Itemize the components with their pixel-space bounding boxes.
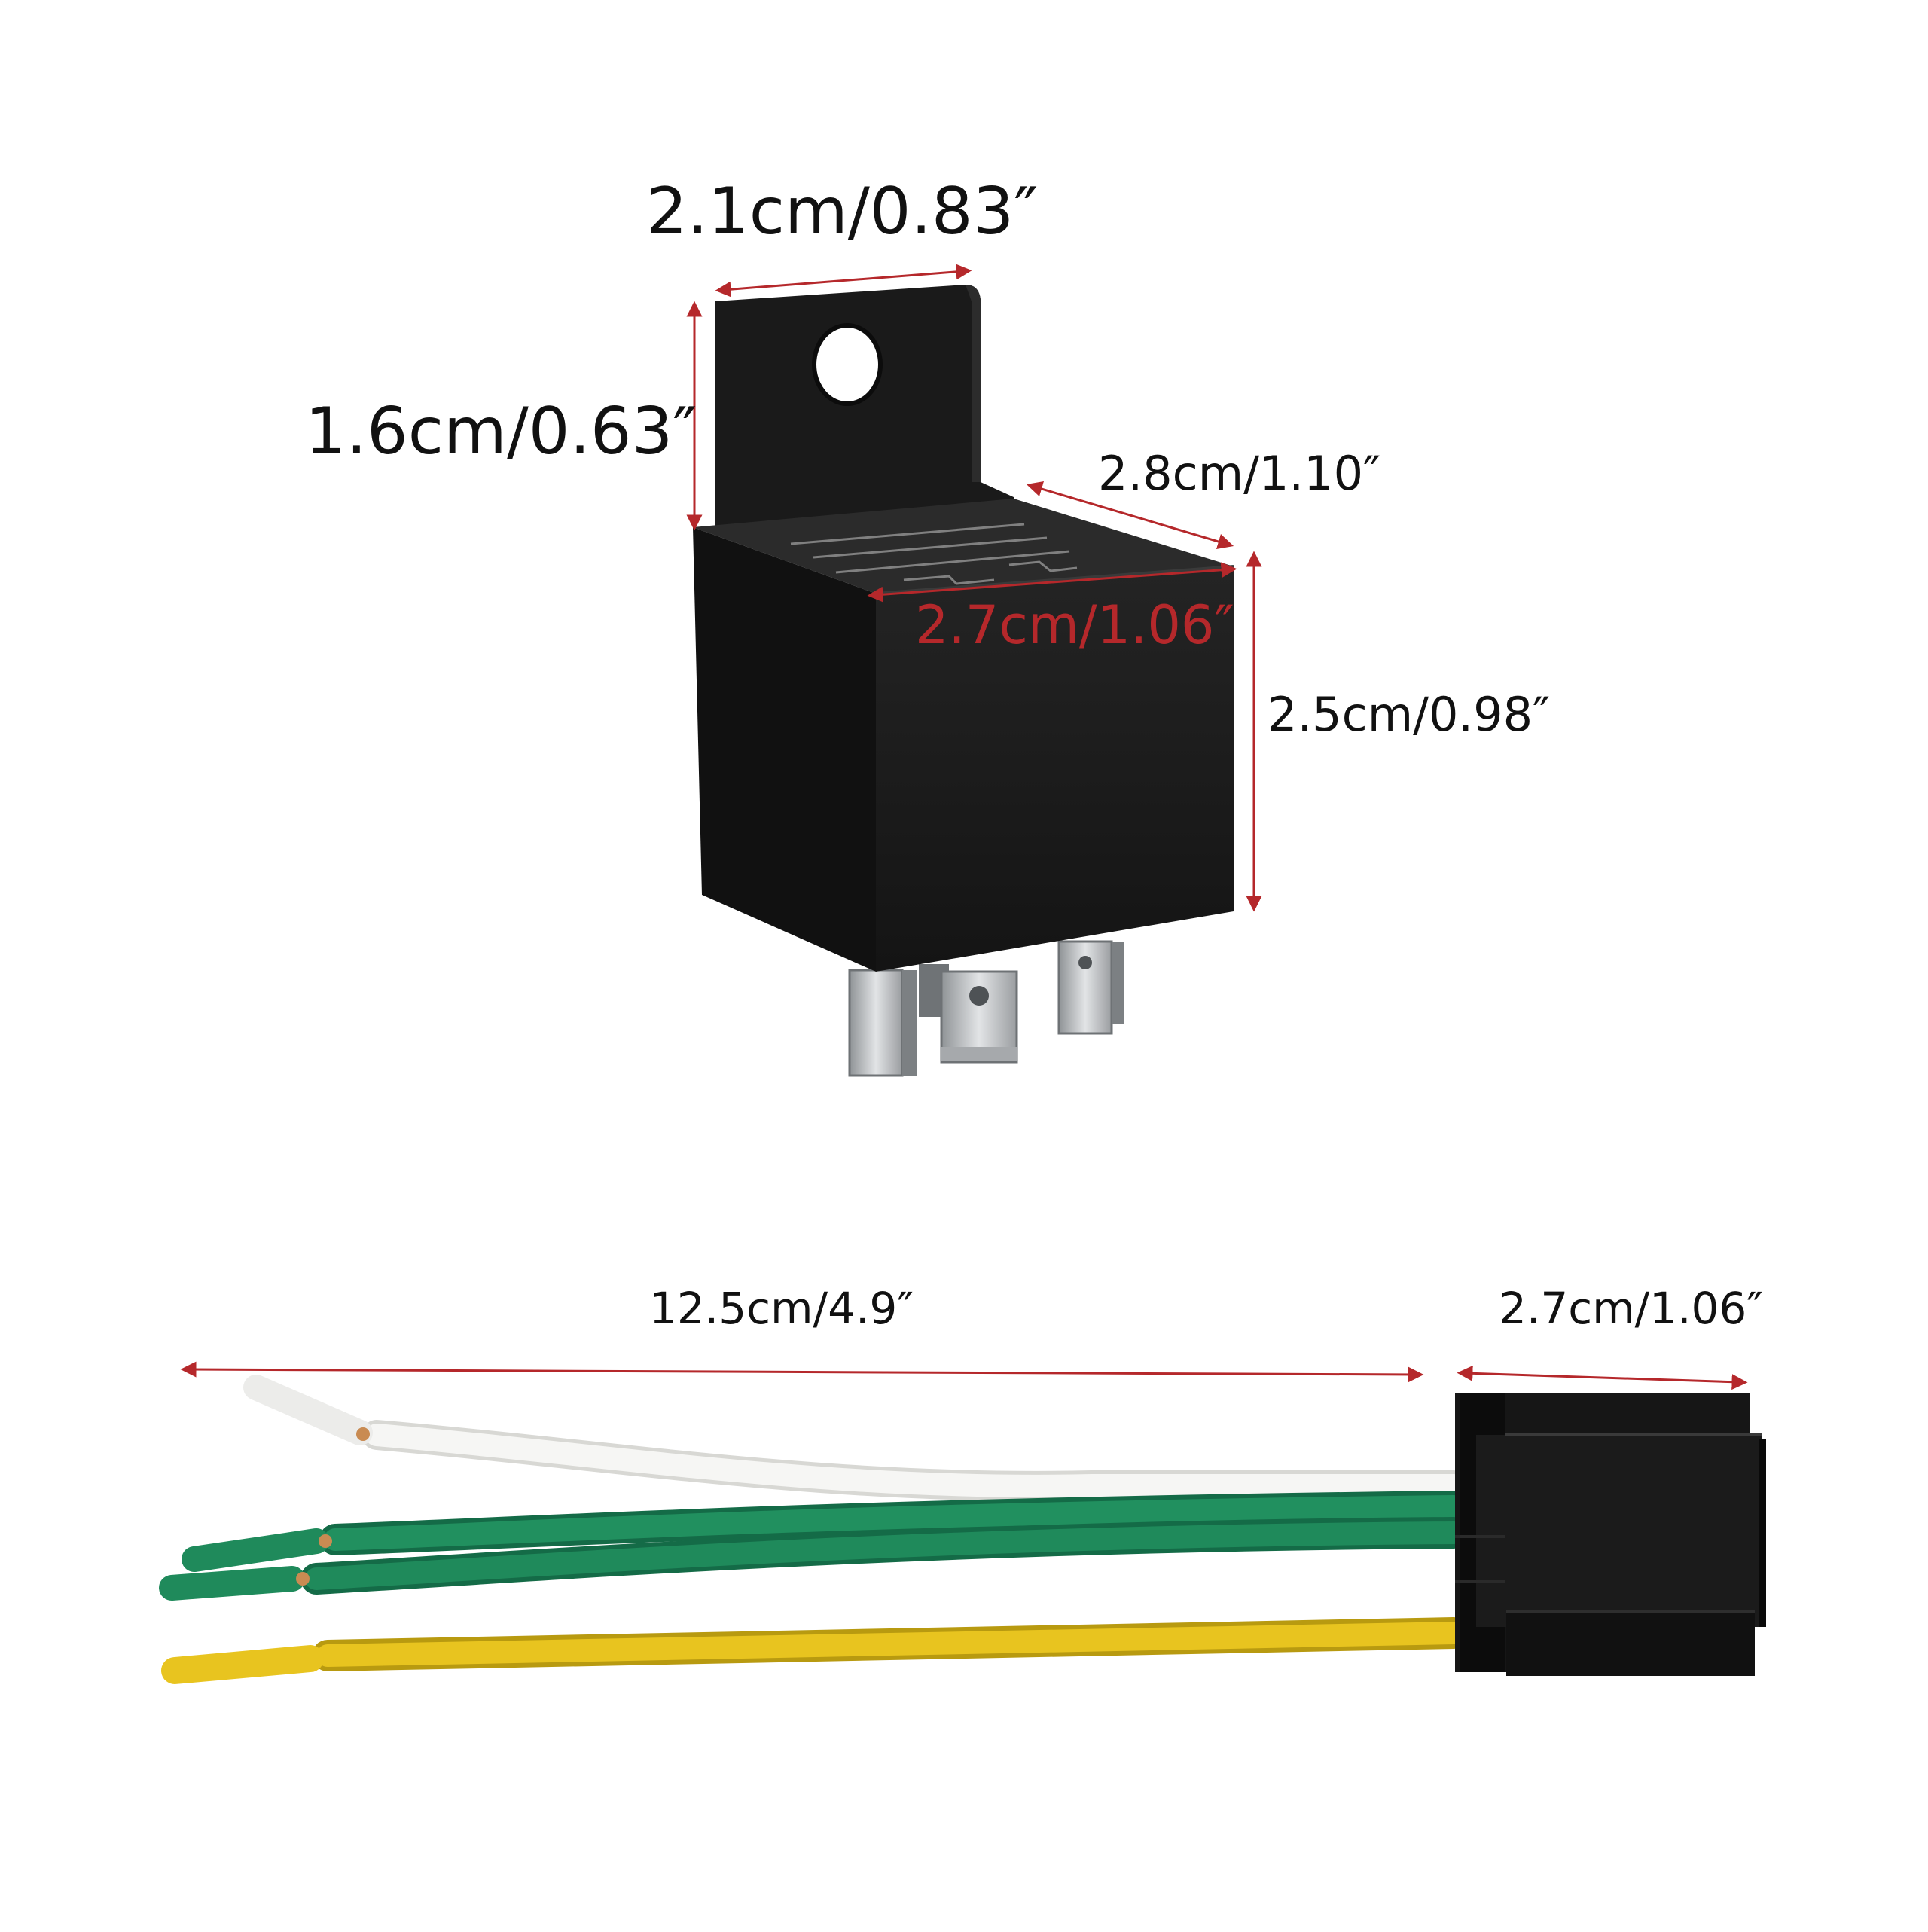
relay-tab-height-label: 1.6cm/0.63″ — [305, 394, 697, 469]
socket-wires — [159, 1375, 1469, 1684]
relay-terminals — [848, 940, 1124, 1077]
socket-width-label: 2.7cm/1.06″ — [1499, 1283, 1763, 1334]
relay-socket — [159, 1375, 1766, 1684]
relay-front-width-label: 2.7cm/1.06″ — [915, 594, 1234, 656]
relay-front-face — [876, 566, 1234, 972]
front-width-line — [867, 562, 1237, 603]
depth-line — [1026, 481, 1234, 550]
socket-body — [1455, 1393, 1766, 1676]
socket-wire-length-label: 12.5cm/4.9″ — [649, 1283, 914, 1334]
relay-body-height-label: 2.5cm/0.98″ — [1268, 687, 1551, 742]
relay-dimension-lines — [686, 264, 1262, 912]
relay-left-face — [693, 527, 876, 972]
socket-dimension-lines — [180, 1361, 1748, 1390]
relay — [693, 285, 1234, 1077]
relay-depth-label: 2.8cm/1.10″ — [1098, 446, 1381, 501]
socket-width-line — [1457, 1365, 1748, 1390]
relay-mounting-tab — [715, 285, 1014, 527]
mounting-hole — [814, 325, 880, 404]
wire-length-line — [180, 1361, 1424, 1383]
relay-top-width-label: 2.1cm/0.83″ — [646, 174, 1039, 249]
top-width-line — [715, 264, 972, 298]
